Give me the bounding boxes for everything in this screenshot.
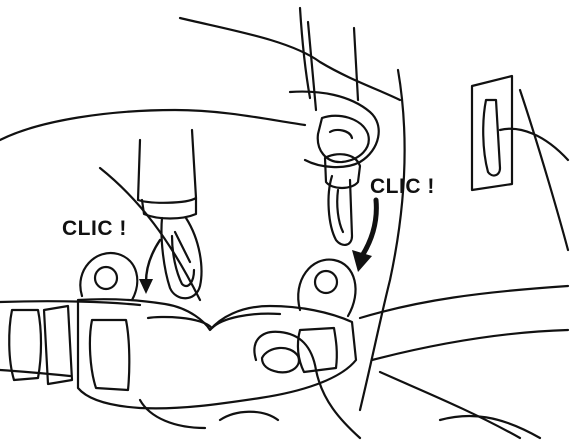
left-buckle-plate <box>140 196 198 220</box>
torso-buckle-slot <box>482 98 502 177</box>
side-outline <box>358 68 406 412</box>
right-thumb <box>316 114 370 164</box>
top-buckle-frame <box>323 153 362 190</box>
buckle-window-left <box>88 318 131 392</box>
left-strap <box>136 128 198 204</box>
right-curved-arrow <box>352 197 379 272</box>
belt-top-edge-right <box>358 284 570 320</box>
top-carabiner-inner <box>336 188 345 234</box>
bottom-sleeve-2 <box>438 414 542 440</box>
right-ring-tab <box>297 258 357 318</box>
buckle-lower-ridge <box>138 398 207 430</box>
torso-strap <box>498 127 570 162</box>
right-ring-hole <box>313 269 339 295</box>
left-curved-arrow <box>139 238 162 294</box>
bottom-hand-finger <box>218 410 280 422</box>
belt-bottom-edge-right <box>370 328 570 362</box>
upper-arm-lower-edge <box>0 108 307 142</box>
torso-buckle <box>470 74 514 192</box>
top-strap-right-edge <box>352 26 360 102</box>
sleeve-fold <box>298 6 312 100</box>
central-buckle-body <box>76 298 358 410</box>
right-hand-palm <box>288 90 380 169</box>
belt-pad-middle <box>42 304 74 386</box>
left-ring-hole <box>93 265 119 291</box>
belt-top-edge-left <box>0 300 142 307</box>
left-snap-gate <box>173 230 192 264</box>
belt-pad-left <box>8 308 43 382</box>
belt-bottom-edge-left <box>0 368 72 378</box>
bottom-sleeve <box>378 370 522 440</box>
top-carabiner <box>327 174 354 246</box>
top-strap-left-edge <box>306 20 318 112</box>
left-snap-hook-outer <box>160 216 203 300</box>
clic-right-label: CLIC ! <box>370 175 435 198</box>
bottom-hand <box>253 330 362 440</box>
left-snap-hook-inner <box>170 234 196 288</box>
buckle-window-right <box>296 326 338 374</box>
torso-right-outline <box>518 88 570 252</box>
bottom-thumb-nail <box>260 346 300 374</box>
buckle-center-ridge <box>146 312 282 330</box>
clic-left-label: CLIC ! <box>62 217 127 240</box>
back-outline <box>98 166 202 302</box>
thumbnail <box>328 128 354 140</box>
upper-arm <box>178 16 402 102</box>
left-ring-tab <box>79 251 139 302</box>
